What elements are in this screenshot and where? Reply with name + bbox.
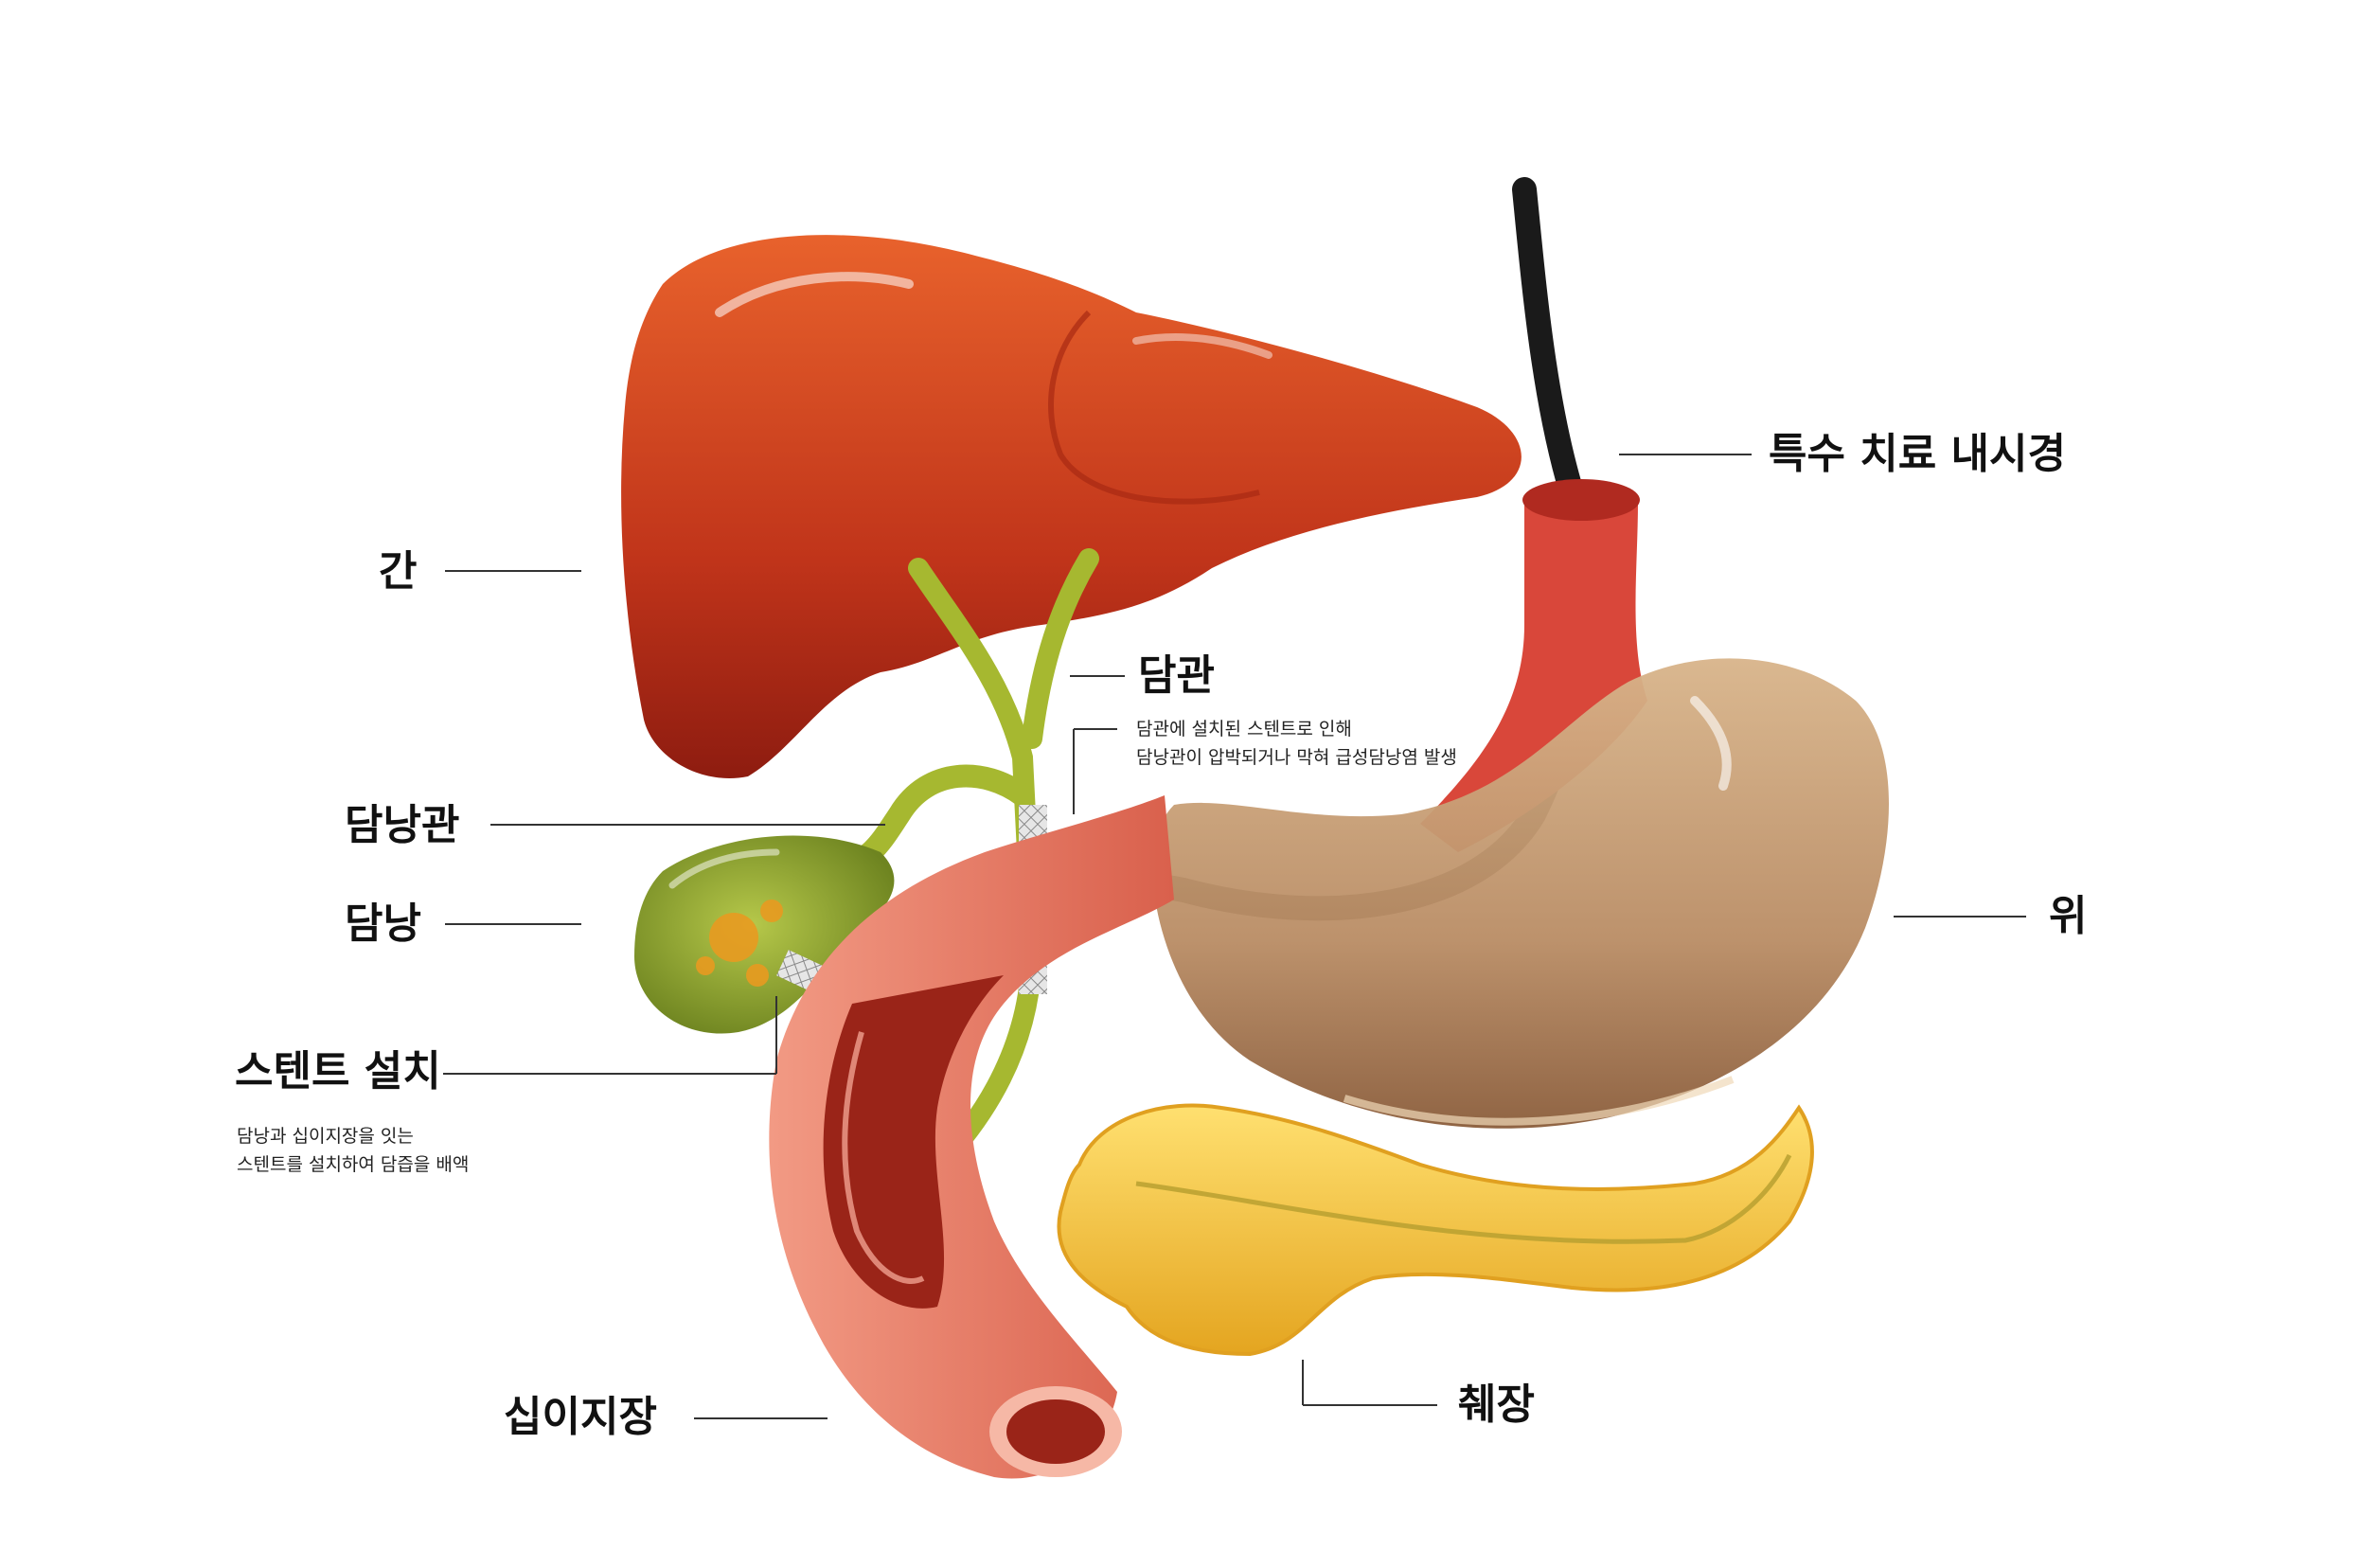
gallbladder-organ bbox=[634, 835, 895, 1034]
note-bile-duct: 담관에 설치된 스텐트로 인해 담낭관이 압박되거나 막혀 급성담낭염 발생 bbox=[1136, 715, 1457, 772]
leader-lines bbox=[443, 454, 2026, 1419]
label-gallbladder: 담낭 bbox=[345, 900, 421, 948]
stomach-organ bbox=[1153, 658, 1889, 1129]
label-duodenum: 십이지장 bbox=[504, 1393, 657, 1441]
liver-organ bbox=[621, 235, 1522, 778]
note-stent: 담낭과 십이지장을 잇는 스텐트를 설치하여 담즙을 배액 bbox=[237, 1122, 469, 1179]
note-bile-duct-line-2: 담낭관이 압박되거나 막혀 급성담낭염 발생 bbox=[1136, 747, 1457, 768]
label-bile-duct: 담관 bbox=[1138, 651, 1215, 700]
label-endoscope: 특수 치료 내시경 bbox=[1769, 430, 2066, 478]
pancreas-organ bbox=[1057, 1103, 1814, 1357]
label-cystic-duct: 담낭관 bbox=[345, 801, 460, 849]
label-pancreas: 췌장 bbox=[1458, 1381, 1535, 1429]
note-stent-line-2: 스텐트를 설치하여 담즙을 배액 bbox=[237, 1154, 470, 1175]
label-stent: 스텐트 설치 bbox=[235, 1047, 441, 1096]
label-liver: 간 bbox=[379, 547, 418, 596]
duodenum-organ bbox=[769, 795, 1174, 1479]
esophagus-opening bbox=[1522, 479, 1640, 521]
note-bile-duct-line-1: 담관에 설치된 스텐트로 인해 bbox=[1136, 719, 1352, 739]
label-stomach: 위 bbox=[2049, 892, 2088, 940]
note-stent-line-1: 담낭과 십이지장을 잇는 bbox=[237, 1126, 414, 1147]
